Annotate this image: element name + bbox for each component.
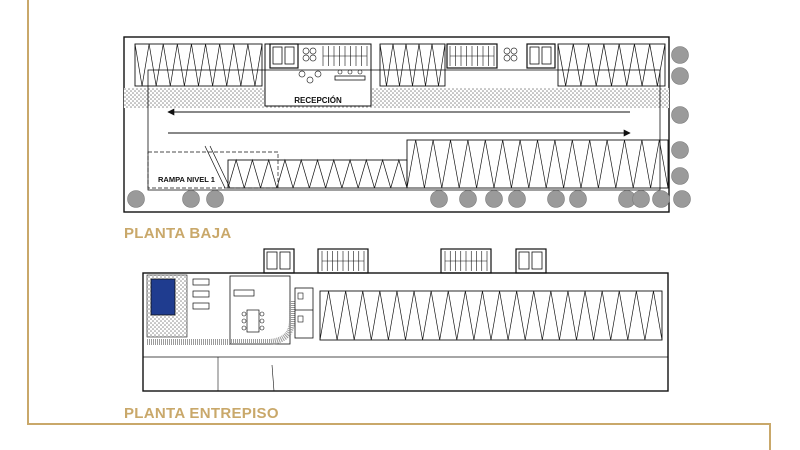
- parking-stall-lines: [227, 158, 408, 189]
- parking-bay-outline: [134, 43, 263, 87]
- stair-mezz-right: [444, 251, 488, 271]
- parking-stall-lines: [557, 43, 666, 87]
- tree-icon: [182, 190, 200, 208]
- tree-icon: [671, 141, 689, 159]
- planters: [298, 47, 518, 84]
- ground-floor-outline: [123, 36, 670, 213]
- ground-top-parking-row: [134, 43, 666, 87]
- tree-icon: [652, 190, 670, 208]
- tree-icon: [459, 190, 477, 208]
- parking-stall-lines: [406, 139, 669, 189]
- parking-bay-outline: [227, 159, 408, 189]
- mezz-elevator-right: [515, 248, 547, 274]
- amenity-room: [229, 275, 291, 345]
- pool: [150, 278, 176, 316]
- tree-icon: [632, 190, 650, 208]
- ground-floor-trees: [127, 46, 691, 208]
- mezzanine-parking-row: [319, 290, 663, 341]
- parking-bay-outline: [557, 43, 666, 87]
- elevator-cabin: [529, 46, 540, 65]
- mezzanine-title: PLANTA ENTREPISO: [124, 405, 279, 422]
- tree-icon: [671, 67, 689, 85]
- ramp-label: RAMPA NIVEL 1: [158, 175, 215, 184]
- parking-stall-lines: [319, 290, 663, 341]
- stair-ground-right: [449, 46, 495, 66]
- ground-bottom-parking-row: [227, 139, 669, 189]
- ramp-line: [204, 145, 226, 189]
- stair-block-right: [446, 43, 498, 69]
- tree-icon: [547, 190, 565, 208]
- tree-icon: [569, 190, 587, 208]
- frame-right-line: [769, 423, 771, 450]
- paving-band: [124, 88, 669, 108]
- tree-icon: [485, 190, 503, 208]
- mezzanine-outline: [142, 272, 669, 392]
- reception-label: RECEPCIÓN: [294, 96, 342, 105]
- ground-floor-plan: RECEPCIÓN RAMPA NIVEL 1: [123, 36, 691, 213]
- ground-floor-title: PLANTA BAJA: [124, 225, 232, 242]
- elevator-cabin: [541, 46, 552, 65]
- lounge-chairs: [192, 278, 210, 310]
- ramp-outline: [147, 151, 279, 189]
- tree-icon: [673, 190, 691, 208]
- mezzanine-plan: [142, 248, 669, 392]
- stair-ground-left: [322, 46, 368, 66]
- stair-mezz-left: [321, 251, 365, 271]
- tree-icon: [671, 167, 689, 185]
- parking-stall-lines: [379, 43, 446, 87]
- mezz-stair-right: [440, 248, 492, 274]
- tree-icon: [671, 46, 689, 64]
- reception-counter: [334, 75, 366, 81]
- divider-line: [271, 364, 275, 392]
- tree-icon: [206, 190, 224, 208]
- elevator-cabin: [272, 46, 283, 65]
- drive-lane-outline: [147, 69, 661, 191]
- frame-left-line: [27, 0, 29, 425]
- ramp-line: [209, 145, 231, 189]
- elevator-cabin: [284, 46, 295, 65]
- mezz-elevator-left: [263, 248, 295, 274]
- parking-stall-lines: [134, 43, 263, 87]
- elevator-block-left: [269, 43, 299, 69]
- restroom-block: [294, 287, 314, 339]
- parking-bay-outline: [319, 290, 663, 341]
- tree-icon: [671, 106, 689, 124]
- frame-bottom-line: [27, 423, 771, 425]
- tree-icon: [508, 190, 526, 208]
- reception-block: [264, 43, 372, 107]
- meeting-table: [246, 309, 260, 333]
- tree-icon: [127, 190, 145, 208]
- mezz-stair-left: [317, 248, 369, 274]
- elevator-block-right: [526, 43, 556, 69]
- tree-icon: [430, 190, 448, 208]
